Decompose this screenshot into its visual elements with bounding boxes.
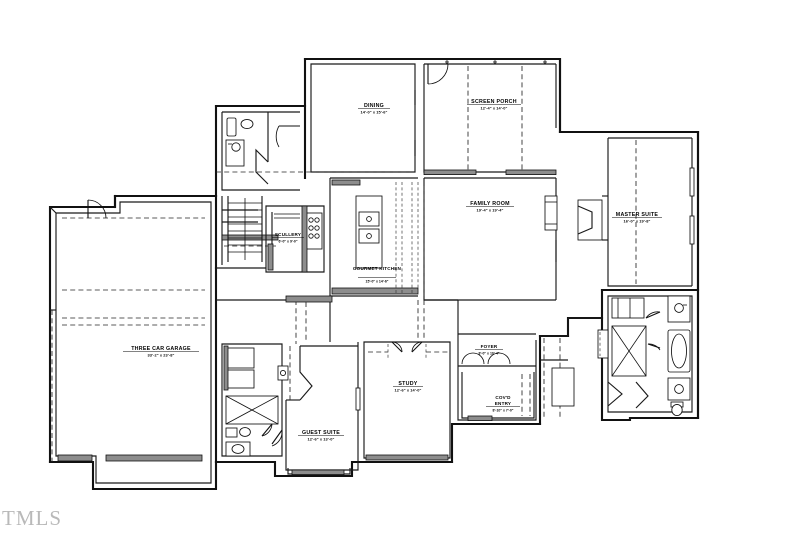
screen-porch-name: SCREEN PORCH [471,99,517,105]
room-label-screen-porch: SCREEN PORCH 12'-4" x 14'-0" [467,99,521,111]
master-window-1 [689,167,695,197]
sink-basin-oval [240,118,254,130]
tub-fixture [226,117,237,137]
family-room-name: FAMILY ROOM [470,201,510,207]
guest-suite-name: GUEST SUITE [302,430,340,436]
room-labels: DINING 14'-0" x 15'-6" SCREEN PORCH 12'-… [123,99,662,442]
toilet [670,401,684,417]
dining-room [216,63,416,173]
covd-entry-name-line2: ENTRY [495,401,511,406]
room-label-family-room: FAMILY ROOM 19'-4" x 19'-4" [466,201,514,213]
kitchen-counter-bottom [331,287,419,295]
study-dimensions: 12'-6" x 14'-0" [395,388,422,393]
master-closet [597,329,609,359]
shower-door [645,311,661,319]
entry-vestibule [551,367,575,407]
pantry-shelf [267,243,274,271]
guest-bathroom [221,300,297,457]
scullery [265,205,325,273]
garage-dimensions: 33'-2" x 23'-8" [148,353,175,358]
guest-suite-dimensions: 12'-6" x 13'-0" [308,437,335,442]
master-bathroom [597,295,693,417]
garage-name: THREE CAR GARAGE [131,346,191,352]
refrigerator [305,212,323,250]
linen-closet [611,297,645,319]
foyer-arch-1 [461,352,485,365]
screen-porch-dimensions: 12'-4" x 14'-0" [481,106,508,111]
covd-entry-dimensions: 8'-10" x 7'-0" [493,409,514,413]
dryer [225,369,255,389]
covd-entry [461,372,535,421]
washer [225,347,255,369]
laundry [223,345,255,391]
room-label-three-car-garage: THREE CAR GARAGE 33'-2" x 23'-8" [123,346,199,358]
kitchen-name-line1: GOURMET KITCHEN [353,266,402,271]
master-window-2 [689,215,695,245]
foyer-arch-2 [487,352,511,365]
sink-basin-round [231,142,241,152]
shower-stall [611,325,647,377]
room-label-foyer: FOYER 8'-0" x 10'-4" [475,344,503,355]
scullery-dimensions: 6'-0" x 9'-0" [279,239,298,243]
master-suite-dimensions: 16'-0" x 19'-8" [624,219,651,224]
covd-entry-name-line1: COV'D [495,395,511,400]
dining-dimensions: 14'-0" x 15'-6" [361,110,388,115]
screen-porch [423,60,557,175]
foyer [457,333,537,421]
stairs-run [227,196,263,262]
mud-bench [221,234,279,241]
dining-name: DINING [364,103,384,109]
room-label-covd-entry: COV'D ENTRY 8'-10" x 7'-0" [486,395,520,413]
hall-bench [285,295,333,303]
guest-suite [285,342,361,475]
family-room [423,177,558,301]
guest-window [355,387,361,411]
garage-door-bay-2 [57,454,93,462]
room-label-scullery: SCULLERY 6'-0" x 9'-0" [272,232,304,243]
gourmet-kitchen [329,177,419,297]
foyer-dimensions: 8'-0" x 10'-4" [479,351,500,355]
fireplace [544,195,558,231]
garage-door-bay-1 [105,454,203,462]
building-outline [48,57,700,491]
closet-x [225,395,279,425]
study-name: STUDY [398,381,417,387]
three-car-garage [49,199,212,484]
master-suite [577,137,695,287]
room-label-guest-suite: GUEST SUITE 12'-6" x 13'-0" [298,430,344,442]
hallways [216,267,602,420]
family-room-dimensions: 19'-4" x 19'-4" [477,208,504,213]
kitchen-island [355,195,383,269]
scullery-name: SCULLERY [275,232,301,237]
guest-toilet [239,427,251,437]
master-suite-name: MASTER SUITE [616,212,659,218]
room-label-master-suite: MASTER SUITE 16'-0" x 19'-8" [612,212,662,224]
master-niche [577,199,603,241]
room-label-study: STUDY 12'-6" x 14'-0" [393,381,423,393]
room-label-dining: DINING 14'-0" x 15'-6" [358,103,390,115]
kitchen-counter-top [331,179,361,186]
kitchen-dimensions: 15'-0" x 14'-6" [366,279,389,283]
soaking-tub [667,329,691,373]
front-door [467,415,493,421]
guest-bath-fixtures [225,427,251,457]
study-room [363,341,451,461]
tmls-watermark: TMLS [2,506,63,530]
room-label-gourmet-kitchen: GOURMET KITCHEN 15'-0" x 14'-6" [353,266,402,283]
foyer-name: FOYER [481,344,498,349]
powder-room [221,111,300,191]
guest-bath-door [261,423,273,437]
mud-room [221,196,279,265]
